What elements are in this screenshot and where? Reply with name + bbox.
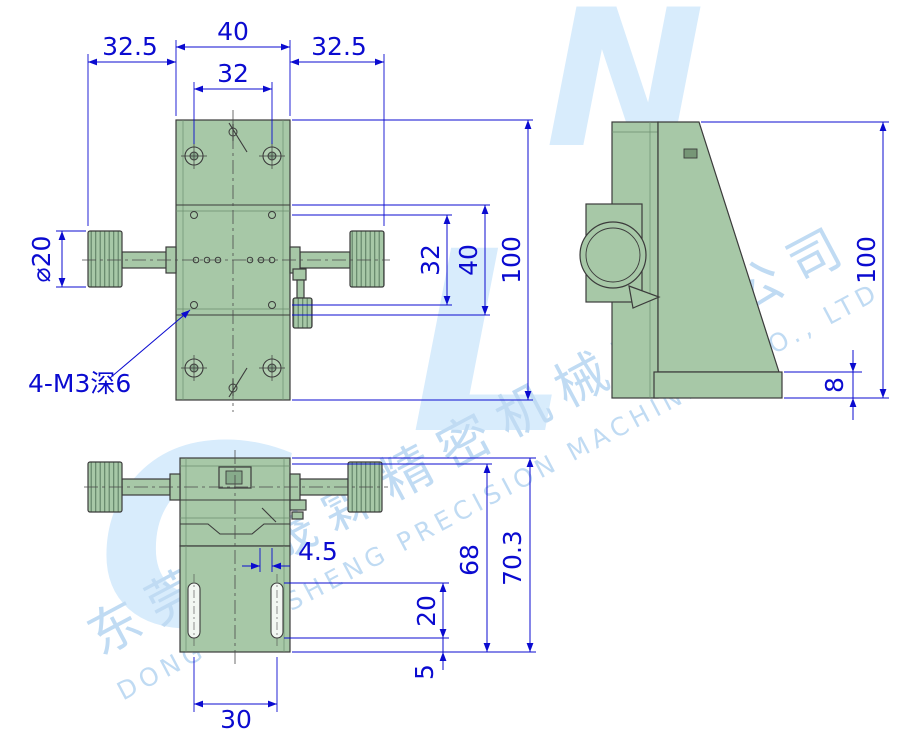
side-wedge	[657, 121, 780, 373]
dim-front-left-overhang: 32.5	[102, 32, 158, 61]
lock-screw	[292, 268, 313, 329]
dim-front-total-height: 100	[497, 236, 526, 284]
side-base-plate	[653, 371, 783, 399]
dovetail-ways	[180, 523, 290, 535]
dim-front-hole-span: 32	[217, 59, 249, 88]
side-lock-lever	[628, 285, 661, 309]
dim-side-base-thickness: 8	[820, 377, 849, 393]
left-knob	[87, 230, 123, 288]
dim-slot-edge: 5	[410, 664, 439, 680]
dim-front-carriage-height: 40	[454, 244, 483, 276]
dim-front-body-width: 40	[217, 17, 249, 46]
label-thread-holes: 4-M3深6	[28, 369, 131, 398]
bottom-view: 4.5 68 70.3 20 5 30	[84, 450, 536, 734]
side-knob-face	[579, 221, 647, 289]
front-view: 32.5 40 32.5 32 ⌀20 32 40 100 4-M3深6	[27, 17, 533, 412]
right-knob	[349, 230, 385, 288]
side-detail-block	[683, 148, 698, 159]
dim-front-right-overhang: 32.5	[311, 32, 367, 61]
bottom-tab	[289, 499, 307, 511]
bottom-tab-small	[291, 511, 304, 520]
dim-slot-offset: 4.5	[298, 537, 338, 566]
dim-bottom-body-height: 68	[455, 544, 484, 576]
side-view: 100 8	[579, 121, 889, 420]
dim-front-vert-hole-span: 32	[416, 244, 445, 276]
watermark-letter-l: L	[410, 198, 569, 489]
dim-side-total-height: 100	[852, 236, 881, 284]
dim-bottom-total-height: 70.3	[498, 530, 527, 586]
dim-slot-span: 30	[220, 705, 252, 734]
dim-slot-length: 20	[412, 595, 441, 627]
dim-knob-diameter: ⌀20	[27, 236, 56, 283]
